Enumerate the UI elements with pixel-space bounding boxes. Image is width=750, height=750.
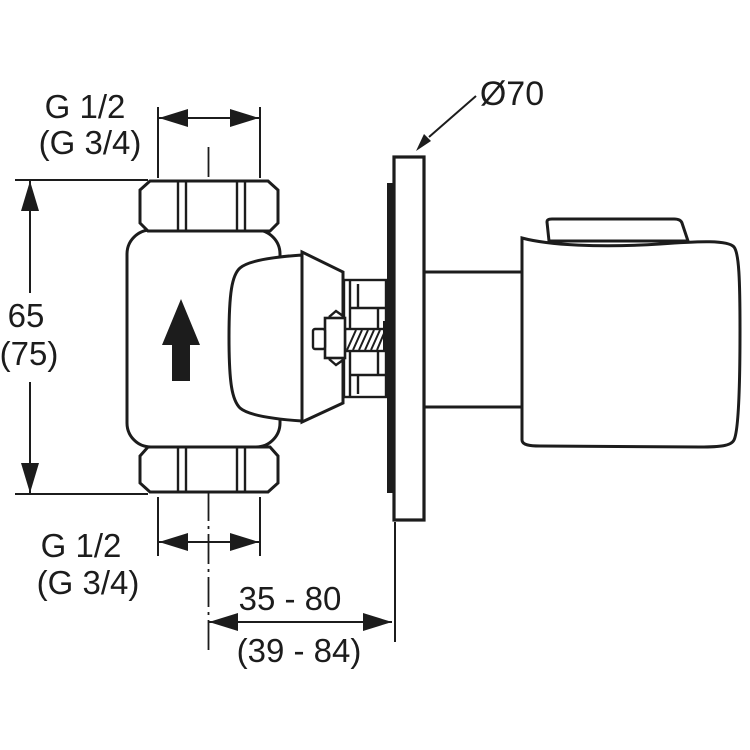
arrowhead-up (21, 181, 39, 211)
top-thread-connector (138, 179, 280, 233)
arrowhead-right (230, 533, 259, 551)
plate-diameter-label: Ø70 (480, 75, 544, 113)
bottom-thread-dimension: G 1/2 (G 3/4) (37, 497, 261, 601)
arrowhead-left (209, 613, 238, 631)
escutcheon-plate (392, 155, 426, 522)
handle-body (520, 236, 742, 449)
arrowhead-down (21, 463, 39, 493)
arrowhead-right (230, 109, 259, 127)
top-thread-dimension: G 1/2 (G 3/4) (39, 88, 261, 178)
escutcheon-plate-group: Ø70 (392, 75, 544, 642)
height-dimension: 65 (75) (0, 179, 148, 495)
wall-depth-dimension: 35 - 80 (39 - 84) (209, 580, 392, 669)
arrowhead-left (159, 109, 188, 127)
fixing-bolt (311, 309, 397, 367)
handle-group (425, 217, 742, 449)
arrowhead-left (159, 533, 188, 551)
bolt-head-bevel-top (328, 309, 344, 318)
bottom-thread-connector (138, 445, 280, 494)
bolt-hex-head (323, 316, 347, 360)
top-thread-label: G 1/2 (45, 88, 126, 125)
bolt-thread-hatch (346, 329, 386, 351)
top-thread-alt-label: (G 3/4) (39, 124, 142, 161)
flow-direction-arrow-icon (162, 299, 200, 381)
depth-alt-value: (39 - 84) (237, 632, 362, 669)
bolt-head-bevel-bottom (328, 358, 344, 367)
cartridge-dome (227, 253, 304, 423)
height-alt-value: (75) (0, 335, 58, 372)
bottom-thread-alt-label: (G 3/4) (37, 564, 140, 601)
diameter-leader-arrowhead (416, 134, 431, 151)
depth-value: 35 - 80 (239, 580, 342, 617)
diameter-leader-line (428, 95, 477, 138)
handle-tab (545, 217, 691, 243)
height-value: 65 (8, 297, 45, 334)
arrowhead-right (363, 613, 392, 631)
bolt-tip (311, 327, 327, 351)
bottom-thread-label: G 1/2 (41, 527, 122, 564)
